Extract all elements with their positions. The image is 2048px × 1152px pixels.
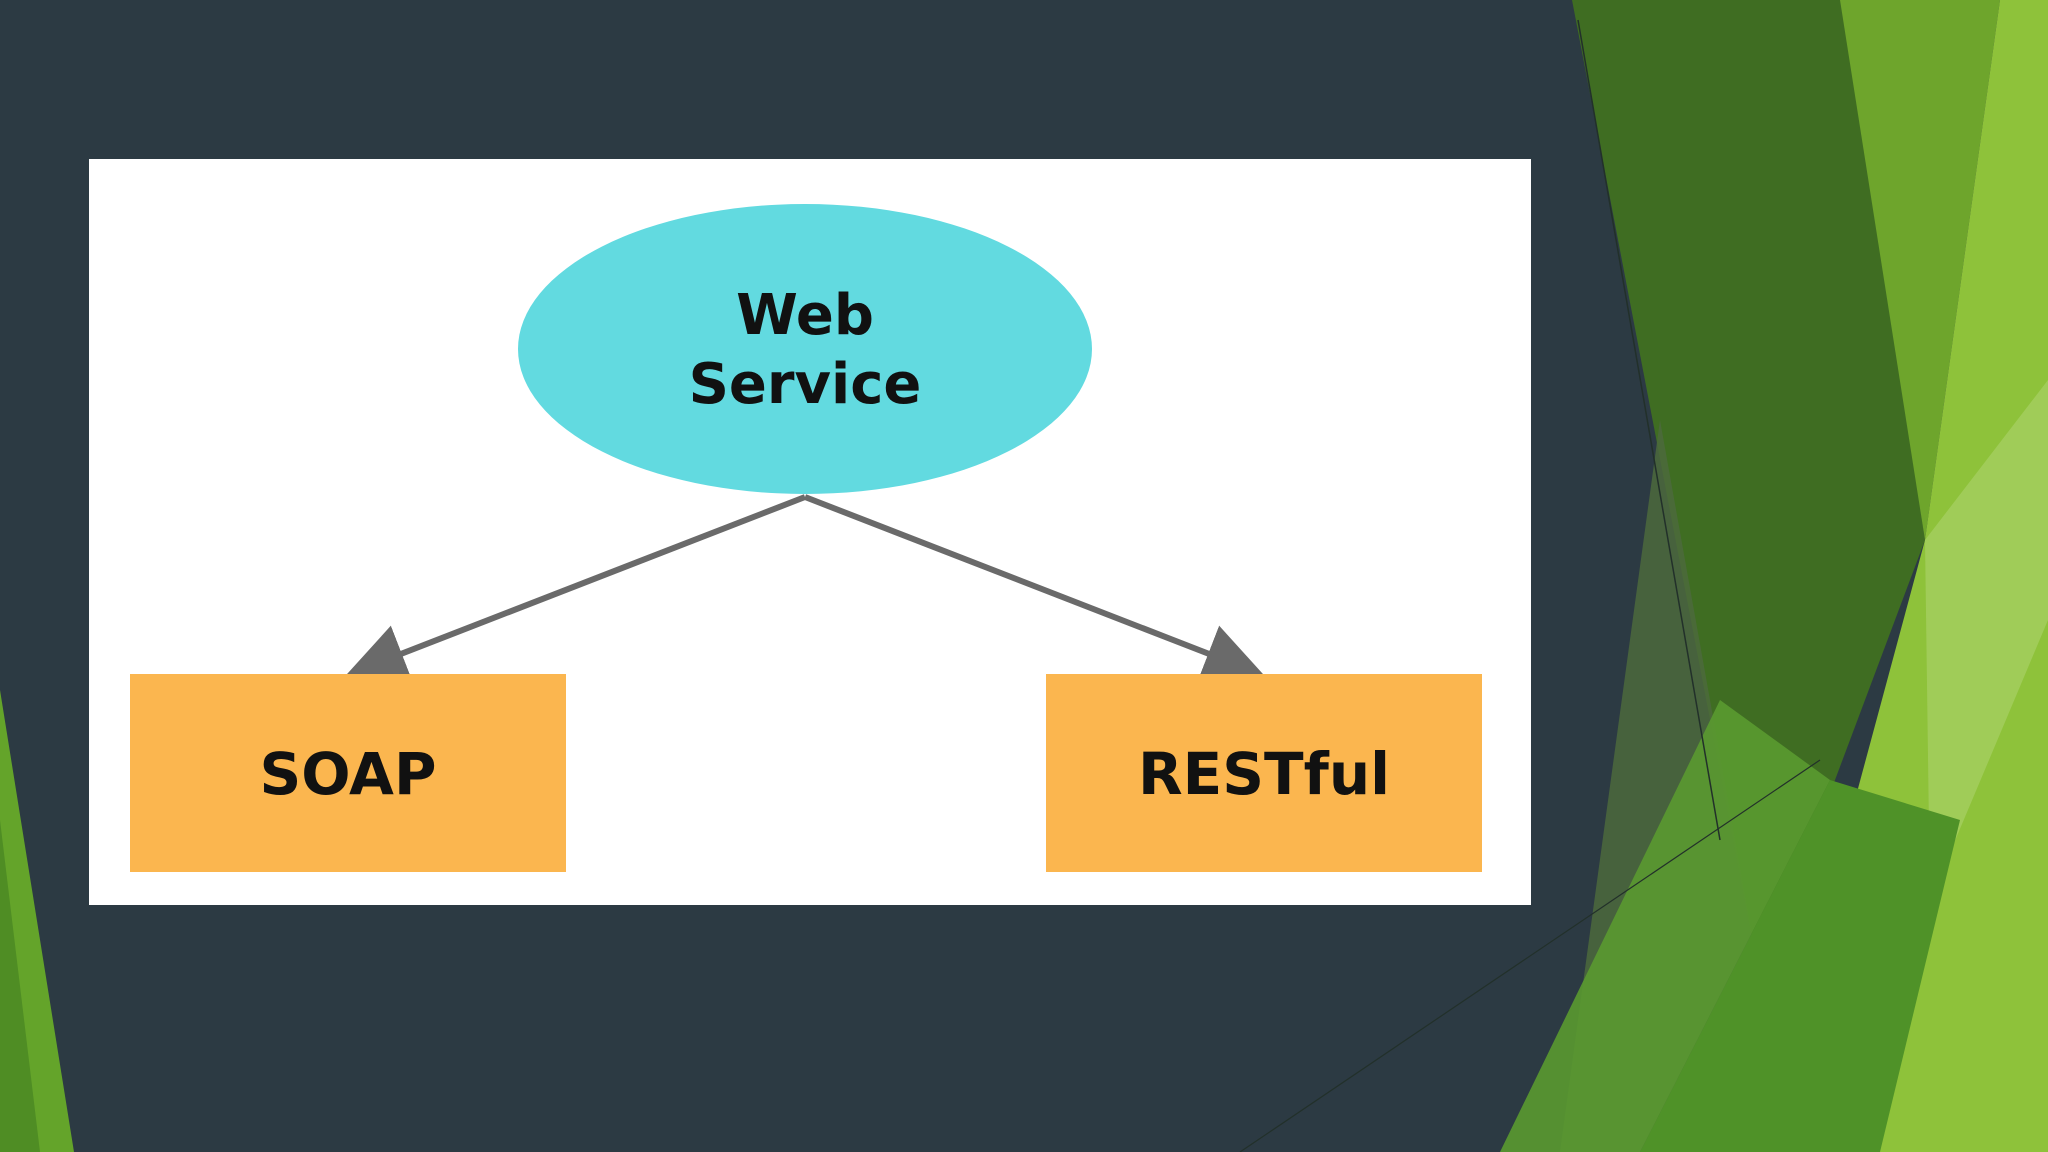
right-pale-green-shard <box>1925 380 2048 900</box>
arrow-to-restful <box>803 494 1265 682</box>
right-light-green-shard <box>1760 0 2048 1152</box>
right-dark-green-shard <box>1572 0 1925 980</box>
shard-line-1 <box>1577 19 1721 841</box>
left-green-shard-dark <box>0 820 40 1152</box>
soap-node <box>130 674 566 872</box>
restful-label: RESTful <box>1138 740 1390 808</box>
restful-node <box>1046 674 1482 872</box>
soap-label: SOAP <box>260 740 437 808</box>
shard-line-2 <box>1239 759 1821 1152</box>
web-service-diagram: Web Service SOAP RESTful <box>130 204 1482 872</box>
right-bottom-green-shard <box>1640 780 1960 1152</box>
arrow-to-soap <box>345 494 807 682</box>
web-service-node <box>518 204 1092 494</box>
web-service-label-line1: Web <box>736 283 874 348</box>
diagram-panel: Web Service SOAP RESTful <box>89 159 1531 905</box>
right-bottom-shard-2 <box>1500 700 1830 1152</box>
right-mid-green-shard <box>1840 0 2000 540</box>
web-service-label-line2: Service <box>689 352 922 417</box>
